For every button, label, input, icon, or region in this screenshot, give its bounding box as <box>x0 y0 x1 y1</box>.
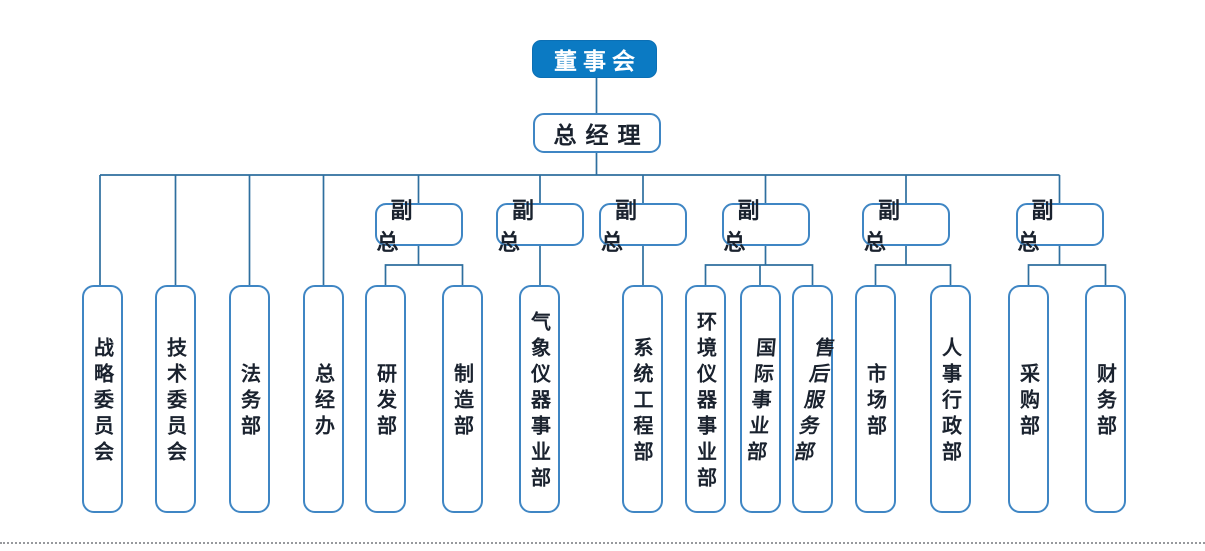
dept-label: 系统工程部 <box>630 337 654 467</box>
dept-legal: 法务部 <box>229 285 270 513</box>
dept-label: 财务部 <box>1093 363 1118 441</box>
node-vp-4: 副总 <box>721 198 810 256</box>
dept-systems-engineering: 系统工程部 <box>621 285 663 513</box>
bottom-dotted-rule <box>0 542 1205 544</box>
node-vp-3: 副总 <box>599 198 687 256</box>
dept-label: 售后服务部 <box>787 337 838 467</box>
dept-label: 国际事业部 <box>742 337 778 467</box>
general-manager-label: 总经理 <box>553 122 650 149</box>
vp-label: 副总 <box>601 197 652 256</box>
vp-label: 副总 <box>376 197 427 256</box>
dept-label: 法务部 <box>237 363 262 441</box>
vp-label: 副总 <box>864 197 915 256</box>
node-board-of-directors: 董事会 <box>532 40 657 78</box>
dept-after-sales-service: 售后服务部 <box>787 285 838 513</box>
dept-label: 研发部 <box>373 363 398 441</box>
dept-label: 采购部 <box>1016 363 1041 441</box>
dept-technology-committee: 技术委员会 <box>155 285 196 513</box>
dept-label: 市场部 <box>863 363 888 441</box>
dept-environmental-instruments-division: 环境仪器事业部 <box>685 285 726 513</box>
dept-label: 人事行政部 <box>938 337 963 467</box>
dept-international-division: 国际事业部 <box>739 285 781 513</box>
vp-label: 副总 <box>1017 197 1068 256</box>
dept-label: 气象仪器事业部 <box>527 311 552 493</box>
dept-marketing: 市场部 <box>855 285 896 513</box>
dept-finance: 财务部 <box>1085 285 1126 513</box>
dept-label: 战略委员会 <box>90 337 115 467</box>
dept-label: 环境仪器事业部 <box>693 311 718 493</box>
node-vp-5: 副总 <box>862 198 950 256</box>
vp-label: 副总 <box>723 197 774 256</box>
dept-hr-admin: 人事行政部 <box>930 285 971 513</box>
node-general-manager: 总经理 <box>533 113 661 153</box>
dept-label: 总经办 <box>311 363 336 441</box>
node-vp-6: 副总 <box>1015 198 1104 256</box>
dept-meteorological-instruments-division: 气象仪器事业部 <box>519 285 560 513</box>
board-label: 董事会 <box>554 48 641 75</box>
dept-gm-office: 总经办 <box>303 285 344 513</box>
dept-rnd: 研发部 <box>365 285 406 513</box>
dept-strategy-committee: 战略委员会 <box>82 285 123 513</box>
dept-label: 技术委员会 <box>163 337 188 467</box>
dept-procurement: 采购部 <box>1008 285 1049 513</box>
dept-label: 制造部 <box>450 363 475 441</box>
vp-label: 副总 <box>498 197 549 256</box>
node-vp-1: 副总 <box>374 198 463 256</box>
dept-manufacturing: 制造部 <box>442 285 483 513</box>
node-vp-2: 副总 <box>496 198 584 256</box>
